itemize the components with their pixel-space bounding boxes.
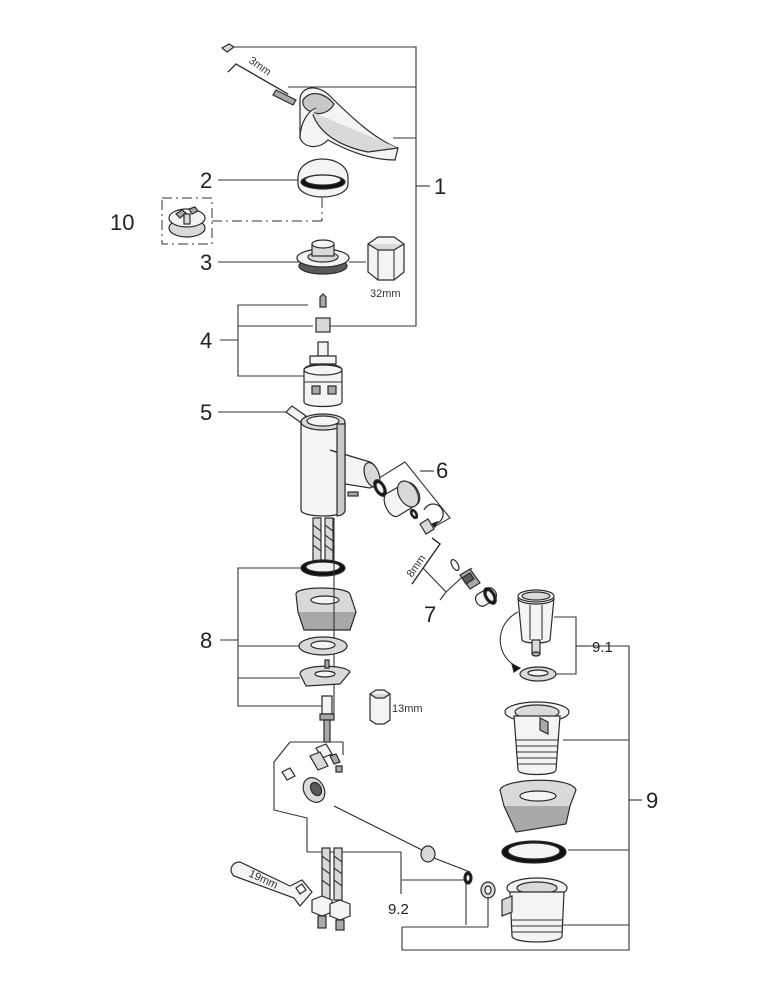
callout-1: 1 xyxy=(434,174,446,199)
callout-9-1: 9.1 xyxy=(592,639,613,656)
mounting-set xyxy=(295,517,391,743)
waste-body xyxy=(499,701,577,943)
callout-2: 2 xyxy=(200,168,212,193)
dim-hex-key-3mm: 3mm xyxy=(246,55,273,79)
faucet-body xyxy=(285,405,381,517)
callout-9-2: 9.2 xyxy=(388,901,409,918)
callout-4: 4 xyxy=(200,328,212,353)
callout-3: 3 xyxy=(200,250,212,275)
callout-6: 6 xyxy=(436,458,448,483)
dim-wrench-13mm: 13mm xyxy=(392,703,423,715)
pop-up-linkage xyxy=(281,743,496,899)
supply-hoses xyxy=(311,847,351,931)
handle-assembly xyxy=(220,43,399,161)
bonnet-nut xyxy=(296,239,350,275)
wrench-socket-13mm xyxy=(369,689,391,725)
leader-lines xyxy=(212,46,642,951)
temperature-limiter xyxy=(161,197,213,245)
callout-9: 9 xyxy=(646,788,658,813)
callout-10: 10 xyxy=(110,210,134,235)
cartridge xyxy=(303,293,343,408)
callout-numbers: 1 2 10 3 4 5 6 7 8 9.1 9 9.2 xyxy=(110,168,658,918)
waste-stopper xyxy=(499,589,557,682)
callout-5: 5 xyxy=(200,400,212,425)
callout-8: 8 xyxy=(200,628,212,653)
cap xyxy=(297,158,349,198)
spanner-19mm xyxy=(230,861,313,907)
aerator-assembly xyxy=(373,479,444,535)
flow-insert-assembly xyxy=(411,537,498,607)
callout-7: 7 xyxy=(424,602,436,627)
dim-wrench-32mm: 32mm xyxy=(370,288,401,300)
wrench-socket-32mm xyxy=(367,236,405,281)
set-screw xyxy=(220,43,236,53)
dim-spanner-19mm: 19mm xyxy=(247,868,280,892)
